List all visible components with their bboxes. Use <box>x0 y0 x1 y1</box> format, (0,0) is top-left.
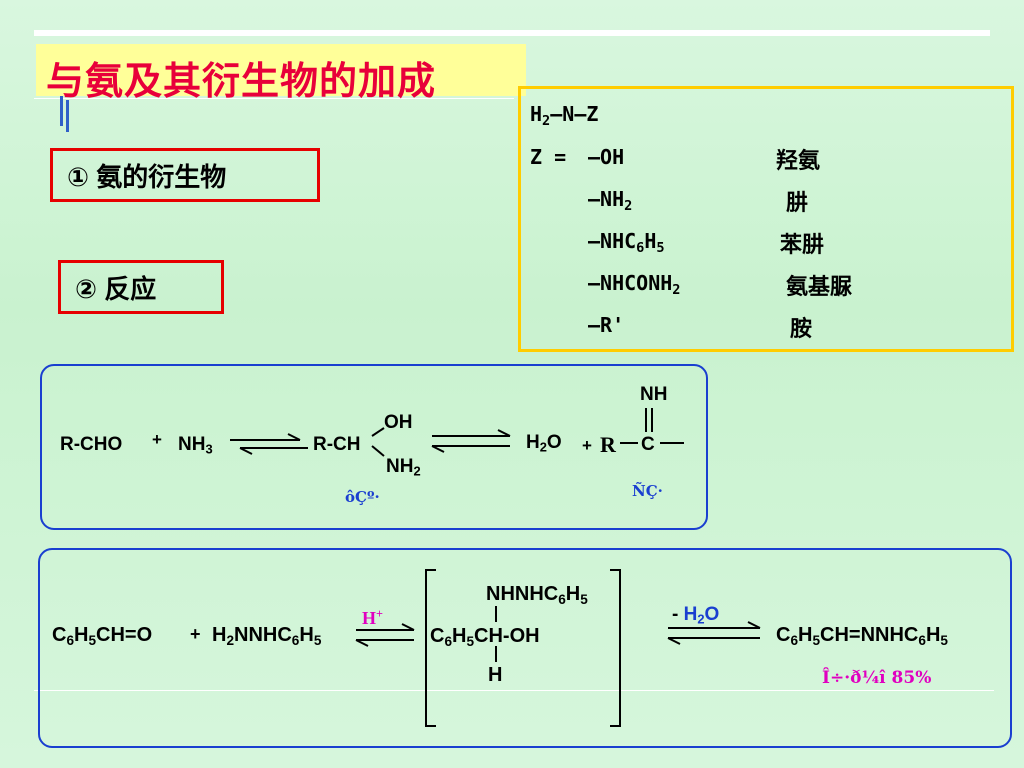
r1-caption-2: ÑÇ· <box>632 482 663 500</box>
group-amine: —R' <box>588 313 625 337</box>
r1-r-group: R <box>600 432 616 457</box>
group-phenylhydrazine: —NHC6H5 <box>588 229 665 256</box>
r1-reactant: R-CHO <box>60 434 123 455</box>
group-oh: —OH <box>588 145 625 169</box>
arrow-head-1b <box>239 447 253 455</box>
r1-carbon: C <box>641 434 655 455</box>
z-label: Z = <box>530 145 567 169</box>
r2-inter-mid: C6H5CH-OH <box>430 625 540 649</box>
r1-intermediate: R-CH <box>313 434 361 455</box>
bottom-divider <box>34 690 994 691</box>
r2-arrow2-head-b <box>667 637 681 645</box>
r2-caption: Î÷·ð¼î 85% <box>822 668 932 688</box>
r2-minus-water: - H2O <box>672 604 720 627</box>
r1-caption-1: ôÇº· <box>345 488 380 506</box>
name-amine: 胺 <box>790 317 813 342</box>
r2-phenylhydrazine: H2NNHC6H5 <box>212 624 322 648</box>
decorative-bar <box>66 100 69 132</box>
r1-plus2: + <box>582 436 592 455</box>
item-ammonia-derivatives: ① 氨的衍生物 <box>50 148 320 202</box>
r2-arrow2-head <box>747 621 761 629</box>
general-formula: H2—N—Z <box>530 102 599 129</box>
r2-inter-top: NHNHC6H5 <box>486 583 588 607</box>
bond-oh <box>371 427 385 437</box>
r1-nh2: NH2 <box>386 456 421 479</box>
arrow-head-1 <box>287 433 301 441</box>
reaction2-box <box>38 548 1012 748</box>
r2-benzaldehyde: C6H5CH=O <box>52 624 153 648</box>
group-nh2: —NH2 <box>588 187 633 214</box>
r2-catalyst: H+ <box>362 606 383 628</box>
name-hydrazine: 肼 <box>786 191 809 216</box>
bracket-right <box>610 569 621 727</box>
name-phenylhydrazine: 苯肼 <box>780 233 825 258</box>
decorative-bar <box>60 96 63 126</box>
r1-ammonia: NH3 <box>178 434 213 457</box>
item-reaction: ② 反应 <box>58 260 224 314</box>
r1-water: H2O <box>526 432 562 455</box>
r2-inter-bot: H <box>488 664 503 686</box>
page-title: 与氨及其衍生物的加成 <box>46 61 437 103</box>
name-semicarbazide: 氨基脲 <box>786 275 853 300</box>
bond-nh2 <box>371 445 385 457</box>
arrow-head-2 <box>497 429 511 437</box>
arrow-head-2b <box>431 445 445 453</box>
reaction1-box <box>40 364 708 530</box>
bracket-left <box>425 569 436 727</box>
r2-plus: + <box>190 624 201 644</box>
r1-oh: OH <box>384 412 413 433</box>
r1-imine-nh: NH <box>640 384 668 405</box>
group-semicarbazide: —NHCONH2 <box>588 271 681 298</box>
top-divider <box>34 30 990 36</box>
name-hydroxylamine: 羟氨 <box>776 149 821 174</box>
r2-product: C6H5CH=NNHC6H5 <box>776 624 948 648</box>
derivatives-panel <box>518 86 1014 352</box>
title-background <box>36 44 526 96</box>
title-underline <box>34 98 514 99</box>
r2-arrow-head <box>401 623 415 631</box>
r1-plus: + <box>152 430 162 449</box>
r2-arrow-head-b <box>355 639 369 647</box>
